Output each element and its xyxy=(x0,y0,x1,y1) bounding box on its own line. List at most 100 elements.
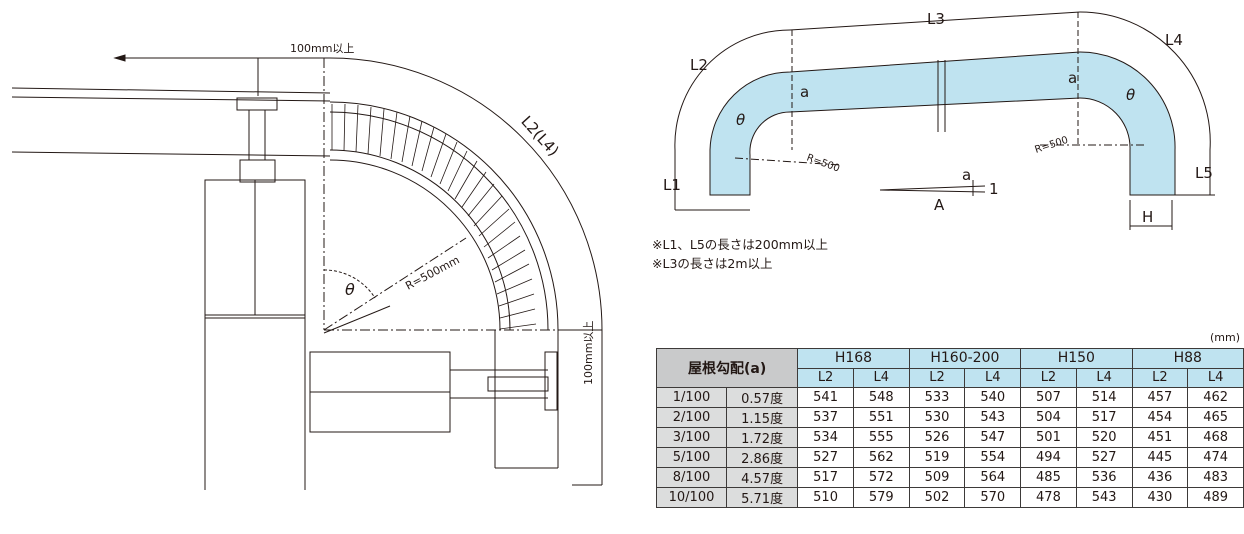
value-cell: 543 xyxy=(1075,487,1133,508)
value-cell: 564 xyxy=(964,467,1022,488)
degree-cell: 1.72度 xyxy=(725,427,799,448)
value-cell: 494 xyxy=(1020,447,1077,468)
label-L2: L2 xyxy=(690,56,708,74)
header-slope: 屋根勾配(a) xyxy=(655,348,799,388)
value-cell: 509 xyxy=(908,467,966,488)
sub-header: L2 xyxy=(1020,367,1077,388)
degree-cell: 4.57度 xyxy=(725,467,799,488)
value-cell: 533 xyxy=(908,387,966,408)
value-cell: 534 xyxy=(797,427,854,448)
header-group: H160-200 xyxy=(908,348,1022,369)
value-cell: 543 xyxy=(964,407,1022,428)
label-theta-left: θ xyxy=(736,111,745,129)
degree-cell: 1.15度 xyxy=(725,407,799,428)
label-R-left: R=500 xyxy=(805,152,841,174)
slope-label-1: 1 xyxy=(989,180,999,198)
value-cell: 554 xyxy=(964,447,1022,468)
header-group: H168 xyxy=(797,348,910,369)
value-cell: 462 xyxy=(1187,387,1244,408)
label-R-right: R=500 xyxy=(1034,135,1070,156)
slope-cell: 10/100 xyxy=(656,487,727,508)
value-cell: 501 xyxy=(1020,427,1077,448)
value-cell: 572 xyxy=(852,467,910,488)
value-cell: 468 xyxy=(1187,427,1244,448)
value-cell: 579 xyxy=(852,487,910,508)
value-cell: 430 xyxy=(1131,487,1189,508)
note-line-2: ※L3の長さは2m以上 xyxy=(652,256,773,271)
value-cell: 536 xyxy=(1075,467,1133,488)
value-cell: 540 xyxy=(964,387,1022,408)
note-line-1: ※L1、L5の長さは200mm以上 xyxy=(652,237,829,252)
value-cell: 485 xyxy=(1020,467,1077,488)
clearance-top-label: 100mm以上 xyxy=(290,42,354,55)
value-cell: 445 xyxy=(1131,447,1189,468)
slope-cell: 8/100 xyxy=(656,467,727,488)
slope-cell: 3/100 xyxy=(656,427,727,448)
value-cell: 530 xyxy=(908,407,966,428)
value-cell: 517 xyxy=(1075,407,1133,428)
value-cell: 489 xyxy=(1187,487,1244,508)
curve-length-label: L2(L4) xyxy=(517,112,562,159)
header-group: H150 xyxy=(1020,348,1133,369)
label-L3: L3 xyxy=(927,10,945,28)
value-cell: 507 xyxy=(1020,387,1077,408)
value-cell: 483 xyxy=(1187,467,1244,488)
value-cell: 547 xyxy=(964,427,1022,448)
sub-header: L2 xyxy=(1131,367,1189,388)
value-cell: 541 xyxy=(797,387,854,408)
sub-header: L4 xyxy=(964,367,1022,388)
clearance-side-label: 100mm以上 xyxy=(582,321,595,385)
value-cell: 454 xyxy=(1131,407,1189,428)
value-cell: 517 xyxy=(797,467,854,488)
header-group: H88 xyxy=(1131,348,1244,369)
value-cell: 502 xyxy=(908,487,966,508)
value-cell: 527 xyxy=(797,447,854,468)
value-cell: 520 xyxy=(1075,427,1133,448)
sub-header: L4 xyxy=(1187,367,1244,388)
degree-cell: 0.57度 xyxy=(725,387,799,408)
value-cell: 526 xyxy=(908,427,966,448)
trough-plan-drawing: L1 L2 L3 L4 L5 H a a θ θ R=500 R=500 a 1… xyxy=(663,10,1215,230)
bend-section-drawing: 100mm以上 L2(L4) θ R=500mm 100mm以上 xyxy=(11,42,603,490)
value-cell: 457 xyxy=(1131,387,1189,408)
slope-cell: 1/100 xyxy=(656,387,727,408)
label-L4: L4 xyxy=(1165,31,1183,49)
value-cell: 562 xyxy=(852,447,910,468)
slope-label-a: a xyxy=(962,166,971,184)
value-cell: 551 xyxy=(852,407,910,428)
value-cell: 537 xyxy=(797,407,854,428)
sub-header: L4 xyxy=(852,367,910,388)
label-H: H xyxy=(1142,208,1153,226)
label-a-right: a xyxy=(1068,69,1077,87)
sub-header: L2 xyxy=(908,367,966,388)
value-cell: 548 xyxy=(852,387,910,408)
value-cell: 555 xyxy=(852,427,910,448)
slope-cell: 2/100 xyxy=(656,407,727,428)
slope-label-A: A xyxy=(934,196,945,214)
value-cell: 436 xyxy=(1131,467,1189,488)
notes: ※L1、L5の長さは200mm以上 ※L3の長さは2m以上 xyxy=(652,235,828,273)
value-cell: 465 xyxy=(1187,407,1244,428)
value-cell: 570 xyxy=(964,487,1022,508)
sub-header: L4 xyxy=(1075,367,1133,388)
label-L5: L5 xyxy=(1195,164,1213,182)
degree-cell: 5.71度 xyxy=(725,487,799,508)
label-theta-right: θ xyxy=(1126,86,1135,104)
sub-header: L2 xyxy=(797,367,854,388)
value-cell: 504 xyxy=(1020,407,1077,428)
unit-label: (mm) xyxy=(1210,331,1241,344)
value-cell: 519 xyxy=(908,447,966,468)
slope-cell: 5/100 xyxy=(656,447,727,468)
label-a-left: a xyxy=(800,83,809,101)
value-cell: 451 xyxy=(1131,427,1189,448)
value-cell: 478 xyxy=(1020,487,1077,508)
value-cell: 514 xyxy=(1075,387,1133,408)
value-cell: 474 xyxy=(1187,447,1244,468)
